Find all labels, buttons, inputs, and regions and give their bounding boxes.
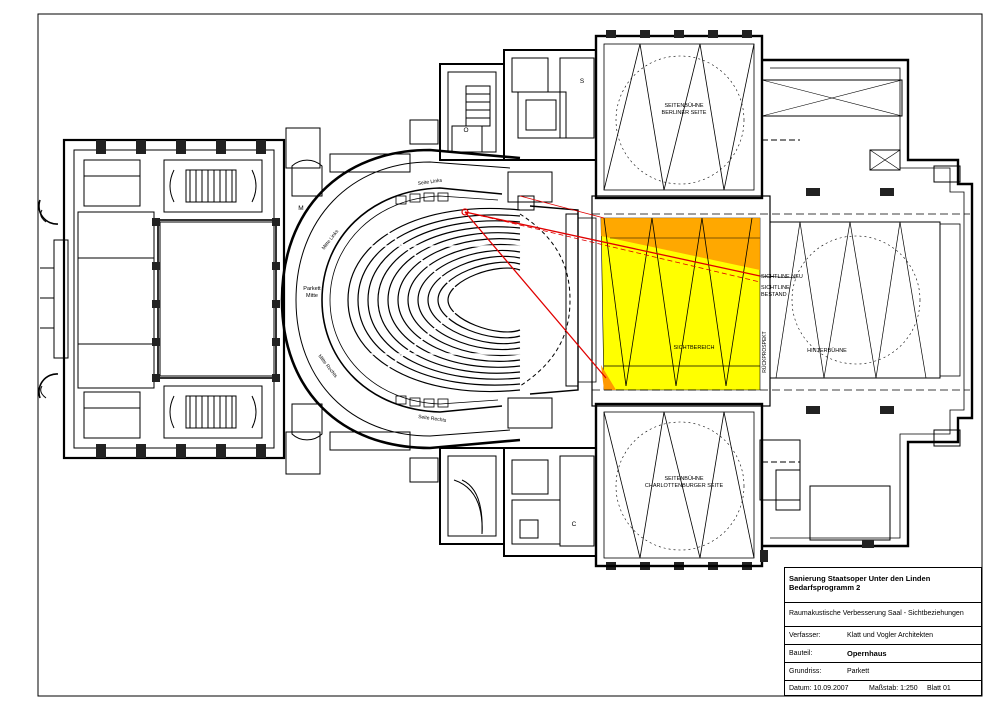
sightlines (461, 195, 797, 379)
label-room-m: M (298, 205, 303, 212)
subject-text: Raumakustische Verbesserung Saal - Sicht… (789, 610, 964, 617)
label-hinterbuehne: HINTERBÜHNE (807, 347, 847, 354)
bauteil-label: Bauteil: (789, 650, 813, 657)
sightline-corner (464, 211, 607, 379)
project-subtitle: Bedarfsprogramm 2 (789, 583, 861, 592)
datum: Datum: 10.09.2007 (789, 685, 849, 692)
project-title: Sanierung Staatsoper Unter den Linden (789, 574, 931, 583)
sightline-corner-area (601, 365, 616, 390)
label-room-s: S (580, 78, 585, 85)
grundriss-label: Grundriss: (789, 668, 822, 675)
verfasser-label: Verfasser: (789, 632, 821, 639)
label-seite-rechts: Seite Rechts (418, 414, 447, 424)
label-rueckprospekt: RÜCKPROSPEKT (761, 331, 768, 372)
sheet-frame (37, 13, 983, 697)
subject-row: Raumakustische Verbesserung Saal - Sicht… (785, 602, 981, 626)
verfasser-value: Klatt und Vogler Architekten (847, 632, 933, 639)
massstab: Maßstab: 1:250 (869, 685, 918, 692)
plan-labels: SEITENBÜHNE BERLINER SEITE SEITENBÜHNE C… (298, 78, 847, 528)
stage-house (591, 30, 974, 570)
label-seite-links: Seite Links (417, 178, 443, 187)
label-mitte-links: Mitte Links (321, 228, 341, 251)
label-room-o: O (463, 127, 468, 134)
sightline-new-area (601, 218, 760, 270)
south-wing (285, 431, 597, 557)
label-sichtbereich: SICHTBEREICH (674, 345, 715, 351)
blatt: Blatt 01 (927, 685, 951, 692)
label-mitte-rechts: Mitte Rechts (316, 354, 338, 380)
label-seitenbuehne-berliner-1: SEITENBÜHNE (664, 102, 703, 109)
auditorium (280, 148, 597, 450)
sightline-top (519, 195, 605, 219)
north-wing (285, 49, 597, 173)
sightline-bestand (464, 211, 761, 283)
label-sichtline-bestand-1: SICHTLINE (761, 285, 790, 291)
grundriss-value: Parkett (847, 668, 870, 675)
bauteil-value: Opernhaus (847, 649, 887, 658)
label-sichtline-bestand-2: BESTAND (761, 292, 787, 298)
label-sichtline-neu: SICHTLINE NEU (761, 274, 803, 280)
label-parkett: Parkett (303, 286, 321, 292)
label-seitenbuehne-charlottenburger-2: CHARLOTTENBURGER SEITE (645, 483, 724, 489)
title-block: Sanierung Staatsoper Unter den Linden Be… (784, 567, 982, 696)
label-seitenbuehne-berliner-2: BERLINER SEITE (662, 110, 707, 116)
verfasser-row: Verfasser: Klatt und Vogler Architekten (785, 626, 981, 644)
footer-row: Datum: 10.09.2007 Maßstab: 1:250 Blatt 0… (785, 680, 981, 696)
label-room-c: C (572, 521, 577, 528)
grundriss-row: Grundriss: Parkett (785, 662, 981, 680)
bauteil-row: Bauteil: Opernhaus (785, 644, 981, 662)
label-seitenbuehne-charlottenburger-1: SEITENBÜHNE (664, 475, 703, 482)
label-parkett-mitte: Mitte (306, 293, 318, 299)
foyer-wing (38, 138, 286, 460)
sightline-neu (464, 211, 761, 277)
viewpoint-marker (461, 208, 469, 216)
